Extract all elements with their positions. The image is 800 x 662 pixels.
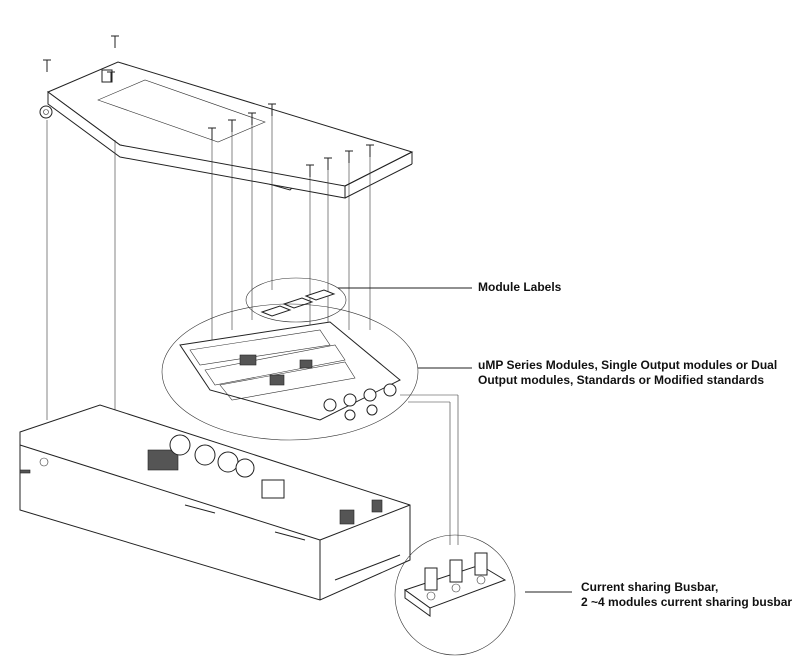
top-cover-plate [39,61,414,199]
busbar-detail [394,394,516,656]
callout-modules-line2: Output modules, Standards or Modified st… [478,373,765,387]
callout-module-labels: Module Labels [478,280,562,294]
leader-lines [338,287,572,593]
callout-modules-line1: uMP Series Modules, Single Output module… [478,358,778,372]
assembly-lines [46,116,371,420]
chassis [19,404,411,601]
callout-busbar-line2: 2 ~4 modules current sharing busbar [581,595,793,609]
callout-modules: uMP Series Modules, Single Output module… [478,358,777,388]
modules-group [161,303,419,441]
screws [43,35,374,177]
callout-busbar: Current sharing Busbar, 2 ~4 modules cur… [581,580,792,610]
module-labels-group [245,277,347,323]
callout-busbar-line1: Current sharing Busbar, [581,580,719,594]
